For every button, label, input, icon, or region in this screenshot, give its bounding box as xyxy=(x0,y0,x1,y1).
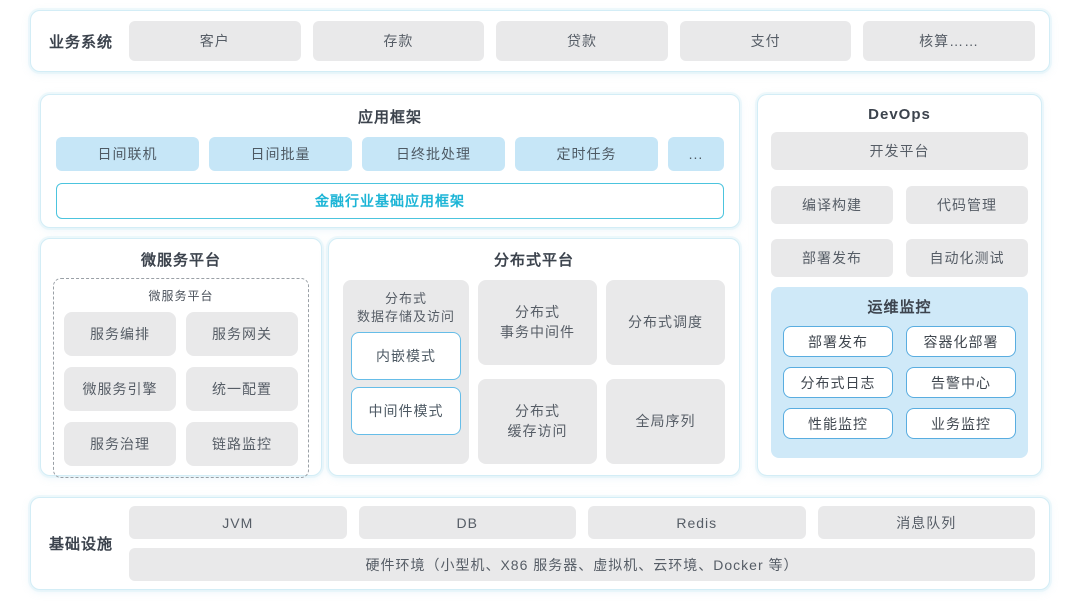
framework-module-daytime-online: 日间联机 xyxy=(56,137,199,171)
devops-item-auto-test: 自动化测试 xyxy=(906,239,1028,277)
distributed-cache-cell: 分布式 缓存访问 xyxy=(478,379,597,464)
monitoring-item-logs: 分布式日志 xyxy=(783,367,893,398)
hardware-env-bar: 硬件环境（小型机、X86 服务器、虚拟机、云环境、Docker 等） xyxy=(129,548,1035,581)
distributed-scheduling-cell: 分布式调度 xyxy=(606,280,725,365)
microservice-item-engine: 微服务引擎 xyxy=(64,367,176,411)
devops-item-build: 编译构建 xyxy=(771,186,893,224)
infrastructure-label: 基础设施 xyxy=(48,536,113,553)
distributed-col-right: 分布式调度 全局序列 xyxy=(606,280,725,464)
monitoring-item-container: 容器化部署 xyxy=(906,326,1016,357)
infra-item-db: DB xyxy=(358,506,576,539)
microservice-item-orchestration: 服务编排 xyxy=(64,312,176,356)
business-item-accounting: 核算…… xyxy=(863,21,1035,61)
monitoring-item-deploy: 部署发布 xyxy=(783,326,893,357)
monitoring-item-alerts: 告警中心 xyxy=(906,367,1016,398)
embedded-mode-box: 内嵌模式 xyxy=(351,332,461,381)
microservice-title: 微服务平台 xyxy=(140,252,221,269)
ops-monitoring-panel: 运维监控 部署发布 容器化部署 分布式日志 告警中心 性能监控 业务监控 xyxy=(771,287,1028,458)
infra-item-mq: 消息队列 xyxy=(817,506,1035,539)
infrastructure-row: JVM DB Redis 消息队列 xyxy=(129,506,1035,539)
business-item-deposit: 存款 xyxy=(312,21,485,61)
distributed-panel: 分布式平台 分布式 数据存储及访问 内嵌模式 中间件模式 分布式 事务中间件 分… xyxy=(328,238,740,476)
microservice-item-governance: 服务治理 xyxy=(64,422,176,466)
ops-monitoring-title: 运维监控 xyxy=(867,299,932,316)
dev-platform-box: 开发平台 xyxy=(771,132,1028,170)
framework-module-daytime-batch: 日间批量 xyxy=(209,137,352,171)
base-framework-bar: 金融行业基础应用框架 xyxy=(56,183,724,219)
framework-modules-row: 日间联机 日间批量 日终批处理 定时任务 ... xyxy=(56,137,724,171)
infra-item-jvm: JVM xyxy=(129,506,347,539)
ops-monitoring-grid: 部署发布 容器化部署 分布式日志 告警中心 性能监控 业务监控 xyxy=(783,326,1016,439)
microservice-item-tracing: 链路监控 xyxy=(186,422,298,466)
business-systems-panel: 业务系统 客户 存款 贷款 支付 核算…… xyxy=(30,10,1050,72)
microservice-item-config: 统一配置 xyxy=(186,367,298,411)
infrastructure-content: JVM DB Redis 消息队列 硬件环境（小型机、X86 服务器、虚拟机、云… xyxy=(129,506,1035,581)
devops-item-code-mgmt: 代码管理 xyxy=(906,186,1028,224)
distributed-storage-label: 分布式 数据存储及访问 xyxy=(356,291,455,324)
business-item-customer: 客户 xyxy=(129,21,301,61)
business-item-payment: 支付 xyxy=(679,21,852,61)
monitoring-item-business: 业务监控 xyxy=(906,408,1016,439)
devops-item-deploy: 部署发布 xyxy=(771,239,893,277)
microservice-item-gateway: 服务网关 xyxy=(186,312,298,356)
business-layer-label: 业务系统 xyxy=(48,33,113,51)
infrastructure-panel: 基础设施 JVM DB Redis 消息队列 硬件环境（小型机、X86 服务器、… xyxy=(30,497,1050,590)
microservice-panel: 微服务平台 微服务平台 服务编排 服务网关 微服务引擎 统一配置 服务治理 链路… xyxy=(40,238,322,478)
framework-module-scheduled-task: 定时任务 xyxy=(515,137,658,171)
distributed-storage-cell: 分布式 数据存储及访问 内嵌模式 中间件模式 xyxy=(343,280,469,464)
distributed-title: 分布式平台 xyxy=(493,252,574,269)
microservice-grid: 服务编排 服务网关 微服务引擎 统一配置 服务治理 链路监控 xyxy=(64,312,298,466)
middleware-mode-box: 中间件模式 xyxy=(351,387,461,436)
distributed-grid: 分布式 数据存储及访问 内嵌模式 中间件模式 分布式 事务中间件 分布式 缓存访… xyxy=(343,280,725,464)
monitoring-item-performance: 性能监控 xyxy=(783,408,893,439)
distributed-transaction-cell: 分布式 事务中间件 xyxy=(478,280,597,365)
business-items-row: 客户 存款 贷款 支付 核算…… xyxy=(129,21,1035,61)
microservice-inner-group: 微服务平台 服务编排 服务网关 微服务引擎 统一配置 服务治理 链路监控 xyxy=(53,278,309,478)
framework-module-eod-batch: 日终批处理 xyxy=(362,137,505,171)
microservice-inner-title: 微服务平台 xyxy=(148,289,214,303)
business-item-loan: 贷款 xyxy=(496,21,668,61)
global-sequence-cell: 全局序列 xyxy=(606,379,725,464)
devops-grid: 编译构建 代码管理 部署发布 自动化测试 xyxy=(771,186,1028,277)
infra-item-redis: Redis xyxy=(588,506,806,539)
app-framework-title: 应用框架 xyxy=(357,109,422,126)
devops-panel: DevOps 开发平台 编译构建 代码管理 部署发布 自动化测试 运维监控 部署… xyxy=(757,94,1042,476)
distributed-col-middle: 分布式 事务中间件 分布式 缓存访问 xyxy=(478,280,597,464)
app-framework-panel: 应用框架 日间联机 日间批量 日终批处理 定时任务 ... 金融行业基础应用框架 xyxy=(40,94,740,228)
framework-module-ellipsis: ... xyxy=(668,137,724,171)
devops-title: DevOps xyxy=(868,106,931,123)
